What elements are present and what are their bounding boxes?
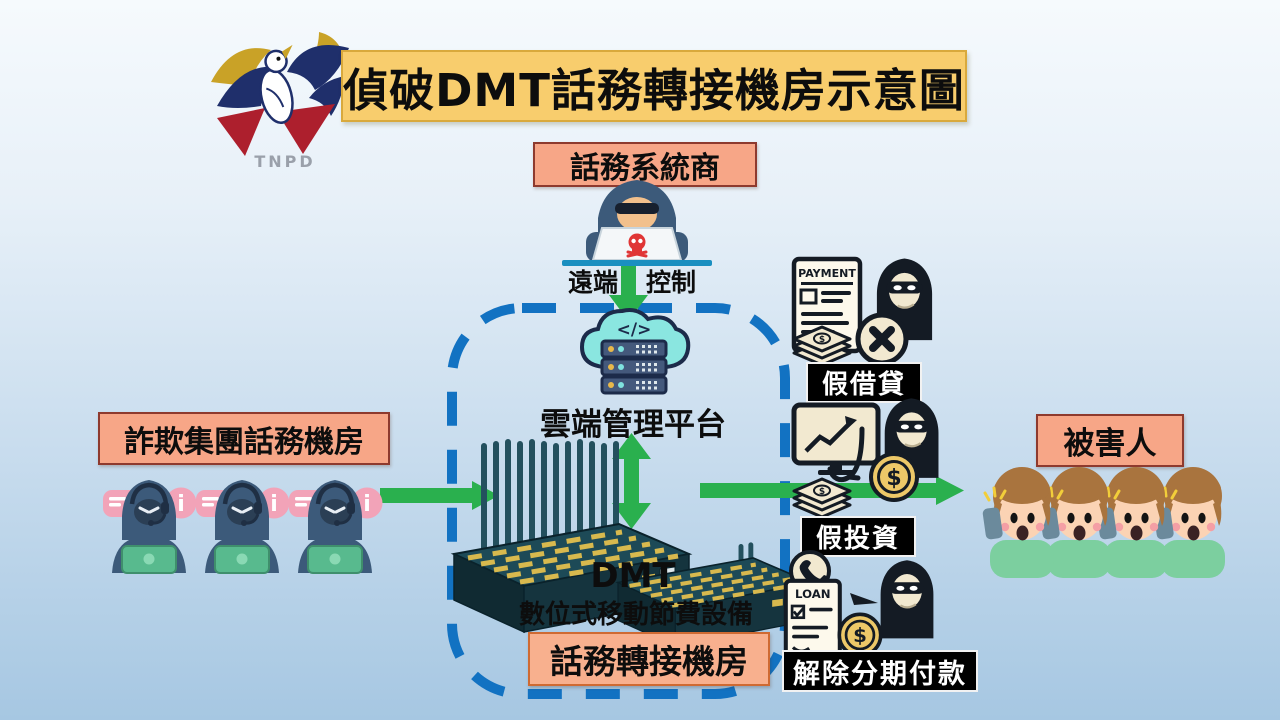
relay-room-label: 話務轉接機房: [528, 632, 770, 686]
victims-group: [982, 465, 1227, 580]
control-text: 控制: [646, 268, 697, 297]
skull-icon: [626, 233, 648, 258]
antenna-array: [481, 439, 619, 552]
call-hacker-1: [103, 480, 197, 573]
payment-document-icon: PAYMENT: [791, 256, 863, 354]
robber-icon: [879, 559, 935, 640]
scam-label-cancel-installment: 解除分期付款: [782, 650, 978, 692]
tnpd-police-logo: TNPD: [211, 32, 349, 170]
scam-label-fake-loan: 假借貸: [806, 362, 922, 403]
pointing-arm: [850, 593, 878, 605]
payment-doc-text: PAYMENT: [798, 267, 856, 280]
dmt-device-left: [454, 439, 689, 632]
system-provider-hacker-icon: [562, 180, 712, 266]
money-stack-icon: [792, 477, 852, 519]
dollar-coin-icon: [869, 452, 919, 502]
scam-cancel-installment-icons: LOAN: [783, 550, 935, 659]
dmt-gateway-devices: [450, 439, 810, 666]
loan-doc-text: LOAN: [795, 587, 830, 601]
rejected-x-icon: [855, 312, 909, 366]
logo-dove: [259, 44, 294, 125]
logo-red-shape-right: [277, 104, 335, 154]
dmt-name: DMT: [590, 556, 676, 596]
victims-label: 被害人: [1036, 414, 1184, 467]
fraud-room-label: 詐欺集團話務機房: [98, 412, 390, 465]
logo-gold-wing-left: [211, 48, 271, 86]
server-rack-icon: [600, 339, 668, 395]
fishing-hook-icon: [827, 426, 865, 483]
dmt-device-right: [618, 542, 810, 647]
scam-label-fake-investment: 假投資: [800, 516, 916, 557]
scam-fake-investment-icons: [791, 397, 940, 519]
page-title: 偵破DMT話務轉接機房示意圖: [341, 50, 967, 122]
cloud-label: 雲端管理平台: [540, 407, 726, 443]
remote-text: 遠端: [567, 268, 618, 297]
scam-fake-loan-icons: PAYMENT: [791, 256, 934, 367]
loan-document-icon: LOAN: [783, 578, 842, 659]
dmt-description: 數位式移動節費設備: [518, 600, 753, 630]
logo-navy-wing-right: [287, 45, 349, 90]
cloud-server-icon: </>: [579, 308, 691, 395]
logo-red-shape-left: [217, 108, 265, 156]
logo-navy-wing-right-low: [309, 76, 345, 116]
stock-monitor-icon: [791, 402, 881, 475]
provider-label: 話務系統商: [533, 142, 757, 187]
logo-tnpd-text: TNPD: [254, 152, 315, 170]
call-hacker-2: [196, 480, 290, 573]
cloud-code-glyph: </>: [617, 320, 652, 340]
call-hacker-3: [289, 480, 383, 573]
fraud-callcenter-hackers: [102, 460, 387, 578]
victim-1: [982, 465, 1056, 580]
